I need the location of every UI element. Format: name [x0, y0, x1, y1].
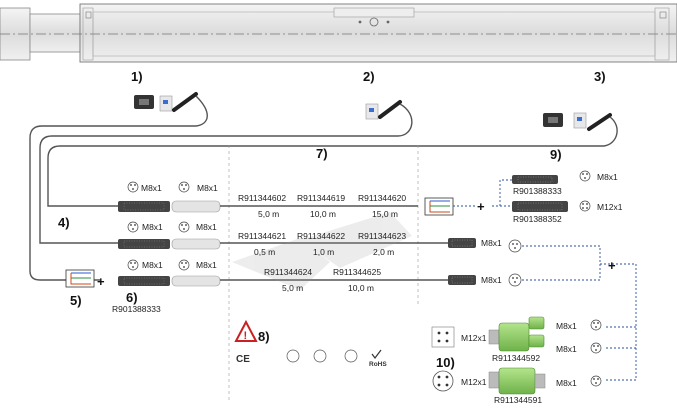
- connector-pinouts-left: M8x1 M8x1 M8x1 M8x1 M8x1 M8x1: [127, 181, 218, 271]
- sensor-3: [543, 112, 612, 131]
- plus-sign-2: +: [608, 258, 616, 273]
- csa-icon: [313, 349, 327, 363]
- callout-2: 2): [363, 69, 375, 84]
- bridge-module-right: [424, 197, 476, 216]
- cable-length-3-2: 10,0 m: [348, 283, 374, 293]
- cable-length-2-3: 2,0 m: [373, 247, 394, 257]
- cable-part-1-2: R911344619: [297, 193, 345, 203]
- extension-dashes: [492, 179, 512, 207]
- callout-6: 6): [126, 290, 138, 305]
- cable-part-1-1: R911344602: [238, 193, 286, 203]
- bridge-module-left: [65, 269, 95, 288]
- adapter-m12-label-top: M12x1: [461, 333, 487, 343]
- callout-10: 10): [436, 355, 455, 370]
- adapter-m8-label-2: M8x1: [556, 344, 577, 354]
- pi-icon: [344, 349, 358, 363]
- ext-m8-label: M8x1: [597, 172, 618, 182]
- cable-part-3-2: R911344625: [333, 267, 381, 277]
- linear-axis: [0, 3, 677, 63]
- sensor-1: [134, 92, 198, 112]
- adapter-m8-pinouts: [590, 319, 602, 387]
- sensor-2: [365, 100, 402, 120]
- rohs-check-icon: [371, 349, 382, 359]
- cable-length-3-1: 5,0 m: [282, 283, 303, 293]
- m8-label-1a: M8x1: [141, 183, 162, 193]
- right-m8-label-3: M8x1: [481, 275, 502, 285]
- m8-label-3a: M8x1: [142, 260, 163, 270]
- cable-part-2-2: R911344622: [297, 231, 345, 241]
- callout-7: 7): [316, 146, 328, 161]
- cable-length-2-2: 1,0 m: [313, 247, 334, 257]
- adapter-part-top: R911344592: [492, 353, 540, 363]
- m8-label-2b: M8x1: [196, 222, 217, 232]
- adapter-top: [488, 316, 545, 352]
- cable-routes: [29, 95, 618, 281]
- callout-5: 5): [70, 293, 82, 308]
- cable-row-2: R911344621 R911344622 R911344623 0,5 m 1…: [238, 231, 406, 257]
- cable-row-3: R911344624 R911344625 5,0 m 10,0 m: [264, 267, 381, 293]
- connector-bodies-left: [118, 200, 221, 287]
- right-connectors: [448, 238, 522, 287]
- callout-1: 1): [131, 69, 143, 84]
- rohs-mark: RoHS: [369, 361, 387, 368]
- callout-9: 9): [550, 147, 562, 162]
- watermark: [232, 212, 412, 290]
- adapter-m8-label-3: M8x1: [556, 378, 577, 388]
- plus-sign-3: +: [97, 274, 105, 289]
- cable-part-2-3: R911344623: [358, 231, 406, 241]
- cable-length-1-2: 10,0 m: [310, 209, 336, 219]
- certification-marks: CE RoHS: [236, 349, 387, 368]
- ul-listed-icon: [286, 349, 300, 363]
- plus-sign-1: +: [477, 199, 485, 214]
- svg-text:!: !: [244, 330, 248, 342]
- ce-mark: CE: [236, 354, 250, 365]
- adapter-m8-label-1: M8x1: [556, 321, 577, 331]
- callout-8: 8): [258, 329, 270, 344]
- cable-length-1-1: 5,0 m: [258, 209, 279, 219]
- cable-part-2-1: R911344621: [238, 231, 286, 241]
- ext-part-m8: R901388333: [513, 186, 562, 196]
- callout-3: 3): [594, 69, 606, 84]
- cable-length-1-3: 15,0 m: [372, 209, 398, 219]
- extension-cables: [512, 170, 591, 212]
- adapter-part-bottom: R911344591: [494, 395, 542, 405]
- callout-4: 4): [58, 215, 70, 230]
- cable-part-3-1: R911344624: [264, 267, 312, 277]
- ext-part-m12: R901388352: [513, 214, 562, 224]
- m8-label-1b: M8x1: [197, 183, 218, 193]
- adapter-m12-label-bottom: M12x1: [461, 377, 487, 387]
- adapter-bottom: [488, 367, 546, 395]
- ext-m12-label: M12x1: [597, 202, 623, 212]
- warning-icon: !: [234, 319, 258, 342]
- right-m8-label-2: M8x1: [481, 238, 502, 248]
- part-6-number: R901388333: [112, 304, 161, 314]
- cable-lines: [220, 205, 448, 281]
- m8-label-3b: M8x1: [196, 260, 217, 270]
- cable-row-1: R911344602 R911344619 R911344620 5,0 m 1…: [238, 193, 406, 219]
- cable-length-2-1: 0,5 m: [254, 247, 275, 257]
- m8-label-2a: M8x1: [142, 222, 163, 232]
- cable-part-1-3: R911344620: [358, 193, 406, 203]
- adapter-wiring: [522, 245, 637, 381]
- adapter-pinouts: [431, 326, 455, 392]
